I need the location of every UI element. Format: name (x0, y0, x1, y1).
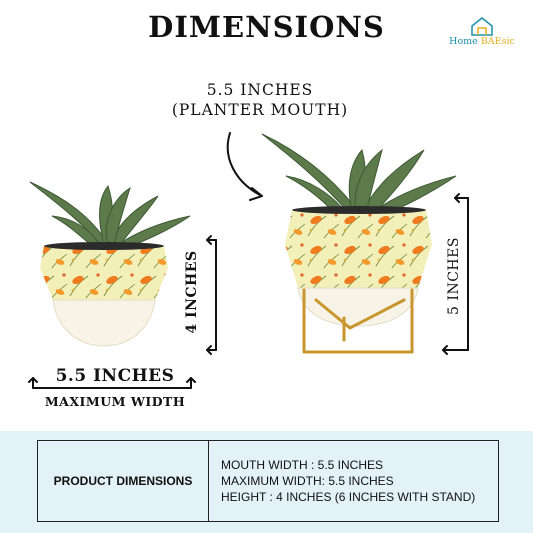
small-planter-rim (44, 242, 164, 250)
logo-text: Home BAEsic (439, 36, 525, 47)
dimensions-band (0, 431, 533, 533)
planter-mouth-callout: 5.5 INCHES (PLANTER MOUTH) (140, 80, 380, 120)
width-label: 5.5 INCHES (55, 366, 175, 386)
stand-planter-base (297, 287, 419, 327)
stand-planter-body (285, 210, 432, 288)
callout-line-1: 5.5 INCHES (206, 81, 314, 99)
small-planter-leaves (29, 181, 191, 251)
stand-height-arrow (442, 193, 469, 355)
table-row-maximum-width: MAXIMUM WIDTH: 5.5 INCHES (221, 474, 394, 488)
table-row-height: HEIGHT : 4 INCHES (6 INCHES WITH STAND) (221, 490, 476, 504)
logo-text-main: Home (449, 36, 481, 47)
small-planter (29, 181, 191, 347)
width-caption: MAXIMUM WIDTH (44, 394, 186, 409)
logo-text-accent: BAEsic (480, 36, 515, 47)
table-values: MOUTH WIDTH : 5.5 INCHES MAXIMUM WIDTH: … (209, 441, 498, 521)
metal-stand (302, 288, 414, 354)
page-title: DIMENSIONS (148, 10, 385, 44)
callout-line-2: (PLANTER MOUTH) (171, 101, 349, 119)
small-planter-body (40, 246, 168, 300)
stand-planter-rim (292, 206, 426, 214)
small-planter-base (52, 299, 156, 347)
callout-arrow (226, 132, 261, 196)
table-heading: PRODUCT DIMENSIONS (38, 441, 209, 521)
brand-logo: Home BAEsic (439, 16, 525, 47)
product-dimensions-table: PRODUCT DIMENSIONS MOUTH WIDTH : 5.5 INC… (37, 440, 499, 522)
callout-arrow-head (249, 187, 263, 201)
small-height-label: 4 INCHES (184, 250, 200, 334)
small-height-arrow (206, 235, 217, 355)
stand-planter-leaves (261, 133, 457, 219)
table-row-mouth-width: MOUTH WIDTH : 5.5 INCHES (221, 458, 384, 472)
width-arrow (28, 377, 196, 389)
stand-planter (261, 133, 457, 354)
stand-height-label: 5 INCHES (446, 237, 462, 315)
house-icon (471, 17, 493, 36)
